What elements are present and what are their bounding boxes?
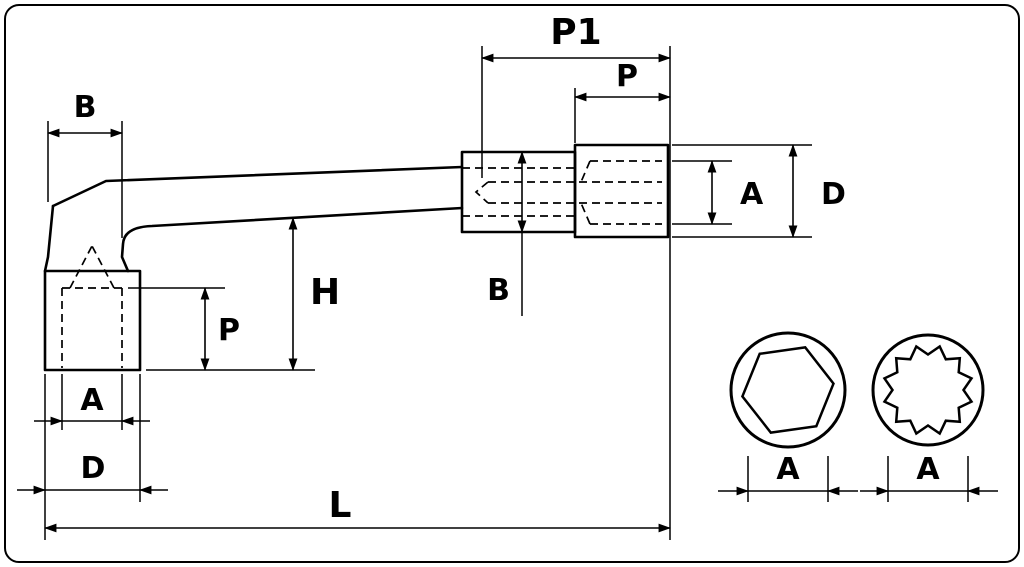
right-socket-head (573, 143, 670, 239)
dim-label-a-head: A (740, 177, 764, 212)
dim-label-d-head: D (821, 177, 846, 212)
dimension-d-socket: D (17, 374, 168, 540)
dim-label-l: L (329, 485, 352, 526)
dimension-h: H (146, 217, 340, 371)
dim-label-a-socket: A (80, 383, 104, 418)
shaft-top-edge (51, 165, 464, 208)
dimension-p-head: P (574, 59, 671, 143)
hex-view-circle (729, 331, 847, 449)
dimension-p-socket: P (128, 287, 240, 371)
shaft-bottom-edge (120, 206, 464, 273)
bihex-bore-profile (882, 344, 974, 436)
dim-label-h: H (310, 272, 340, 313)
dimension-a-head: A (672, 160, 764, 225)
dim-label-p1: P1 (550, 12, 601, 53)
dim-label-p-head: P (616, 59, 638, 94)
hex-bore-profile (740, 346, 835, 434)
wrench-outline (43, 143, 670, 372)
dim-label-a-bihex-view: A (916, 452, 940, 487)
dimension-d-head: D (672, 144, 846, 238)
dimension-b-arm: B (47, 90, 123, 238)
dimension-p1: P1 (481, 12, 671, 540)
dim-label-p-socket: P (218, 313, 240, 348)
dim-label-b-hex: B (487, 273, 510, 308)
bihex-view-circle (871, 333, 985, 447)
hex-socket-end-view: A (718, 331, 858, 502)
arm-left-edge (43, 204, 55, 273)
dimension-a-socket: A (34, 374, 150, 430)
dim-label-d-socket: D (81, 451, 106, 486)
drawing-border (4, 4, 1020, 563)
hidden-bore-lines (61, 160, 662, 368)
dimension-b-hex: B (487, 151, 527, 316)
hex-section (460, 150, 577, 234)
dim-label-b-arm: B (74, 90, 97, 125)
dim-label-a-hex-view: A (776, 452, 800, 487)
left-socket-head (43, 269, 142, 372)
bihex-socket-end-view: A (860, 333, 998, 502)
dimension-l: L (44, 485, 671, 533)
